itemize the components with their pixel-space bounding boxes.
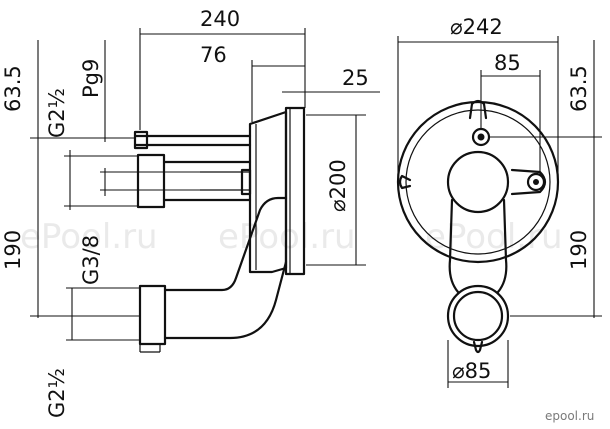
upper-fitting — [136, 153, 166, 209]
dim-diameter-200: ⌀200 — [326, 159, 350, 212]
brand-logo-text: epool.ru — [545, 409, 594, 423]
dim-190-left: 190 — [1, 230, 25, 270]
label-pg9: Pg9 — [79, 59, 103, 98]
lower-fitting — [138, 284, 167, 346]
dim-diameter-85: ⌀85 — [452, 359, 491, 383]
elbow-pipe-outer — [163, 196, 288, 292]
upper-port — [446, 150, 510, 214]
watermark-left: ePool.ru — [20, 217, 158, 257]
watermark-right: ePool.ru — [425, 217, 563, 257]
front-dimensions: ⌀242 85 63.5 190 ⌀85 — [397, 15, 602, 388]
dim-240: 240 — [200, 7, 240, 31]
dim-63-5-left: 63.5 — [1, 65, 25, 112]
housing-body — [248, 110, 288, 274]
label-g2-half-bottom: G2½ — [45, 368, 69, 418]
dim-190-right: 190 — [567, 230, 591, 270]
dim-76: 76 — [200, 43, 227, 67]
neck-right — [496, 198, 508, 294]
side-view — [133, 106, 306, 353]
dim-25: 25 — [342, 66, 369, 90]
dim-63-5-right: 63.5 — [567, 65, 591, 112]
dim-85: 85 — [494, 51, 521, 75]
label-g3-8: G3/8 — [79, 235, 103, 285]
front-view — [396, 99, 560, 354]
side-dimensions: 240 76 25 ⌀200 63.5 190 Pg9 G2½ G3/8 — [1, 7, 380, 418]
lower-port — [446, 284, 510, 348]
dim-diameter-242: ⌀242 — [450, 15, 503, 39]
neck-left — [448, 198, 460, 294]
label-g2-half-top: G2½ — [45, 88, 69, 138]
elbow-pipe-inner — [163, 260, 288, 340]
